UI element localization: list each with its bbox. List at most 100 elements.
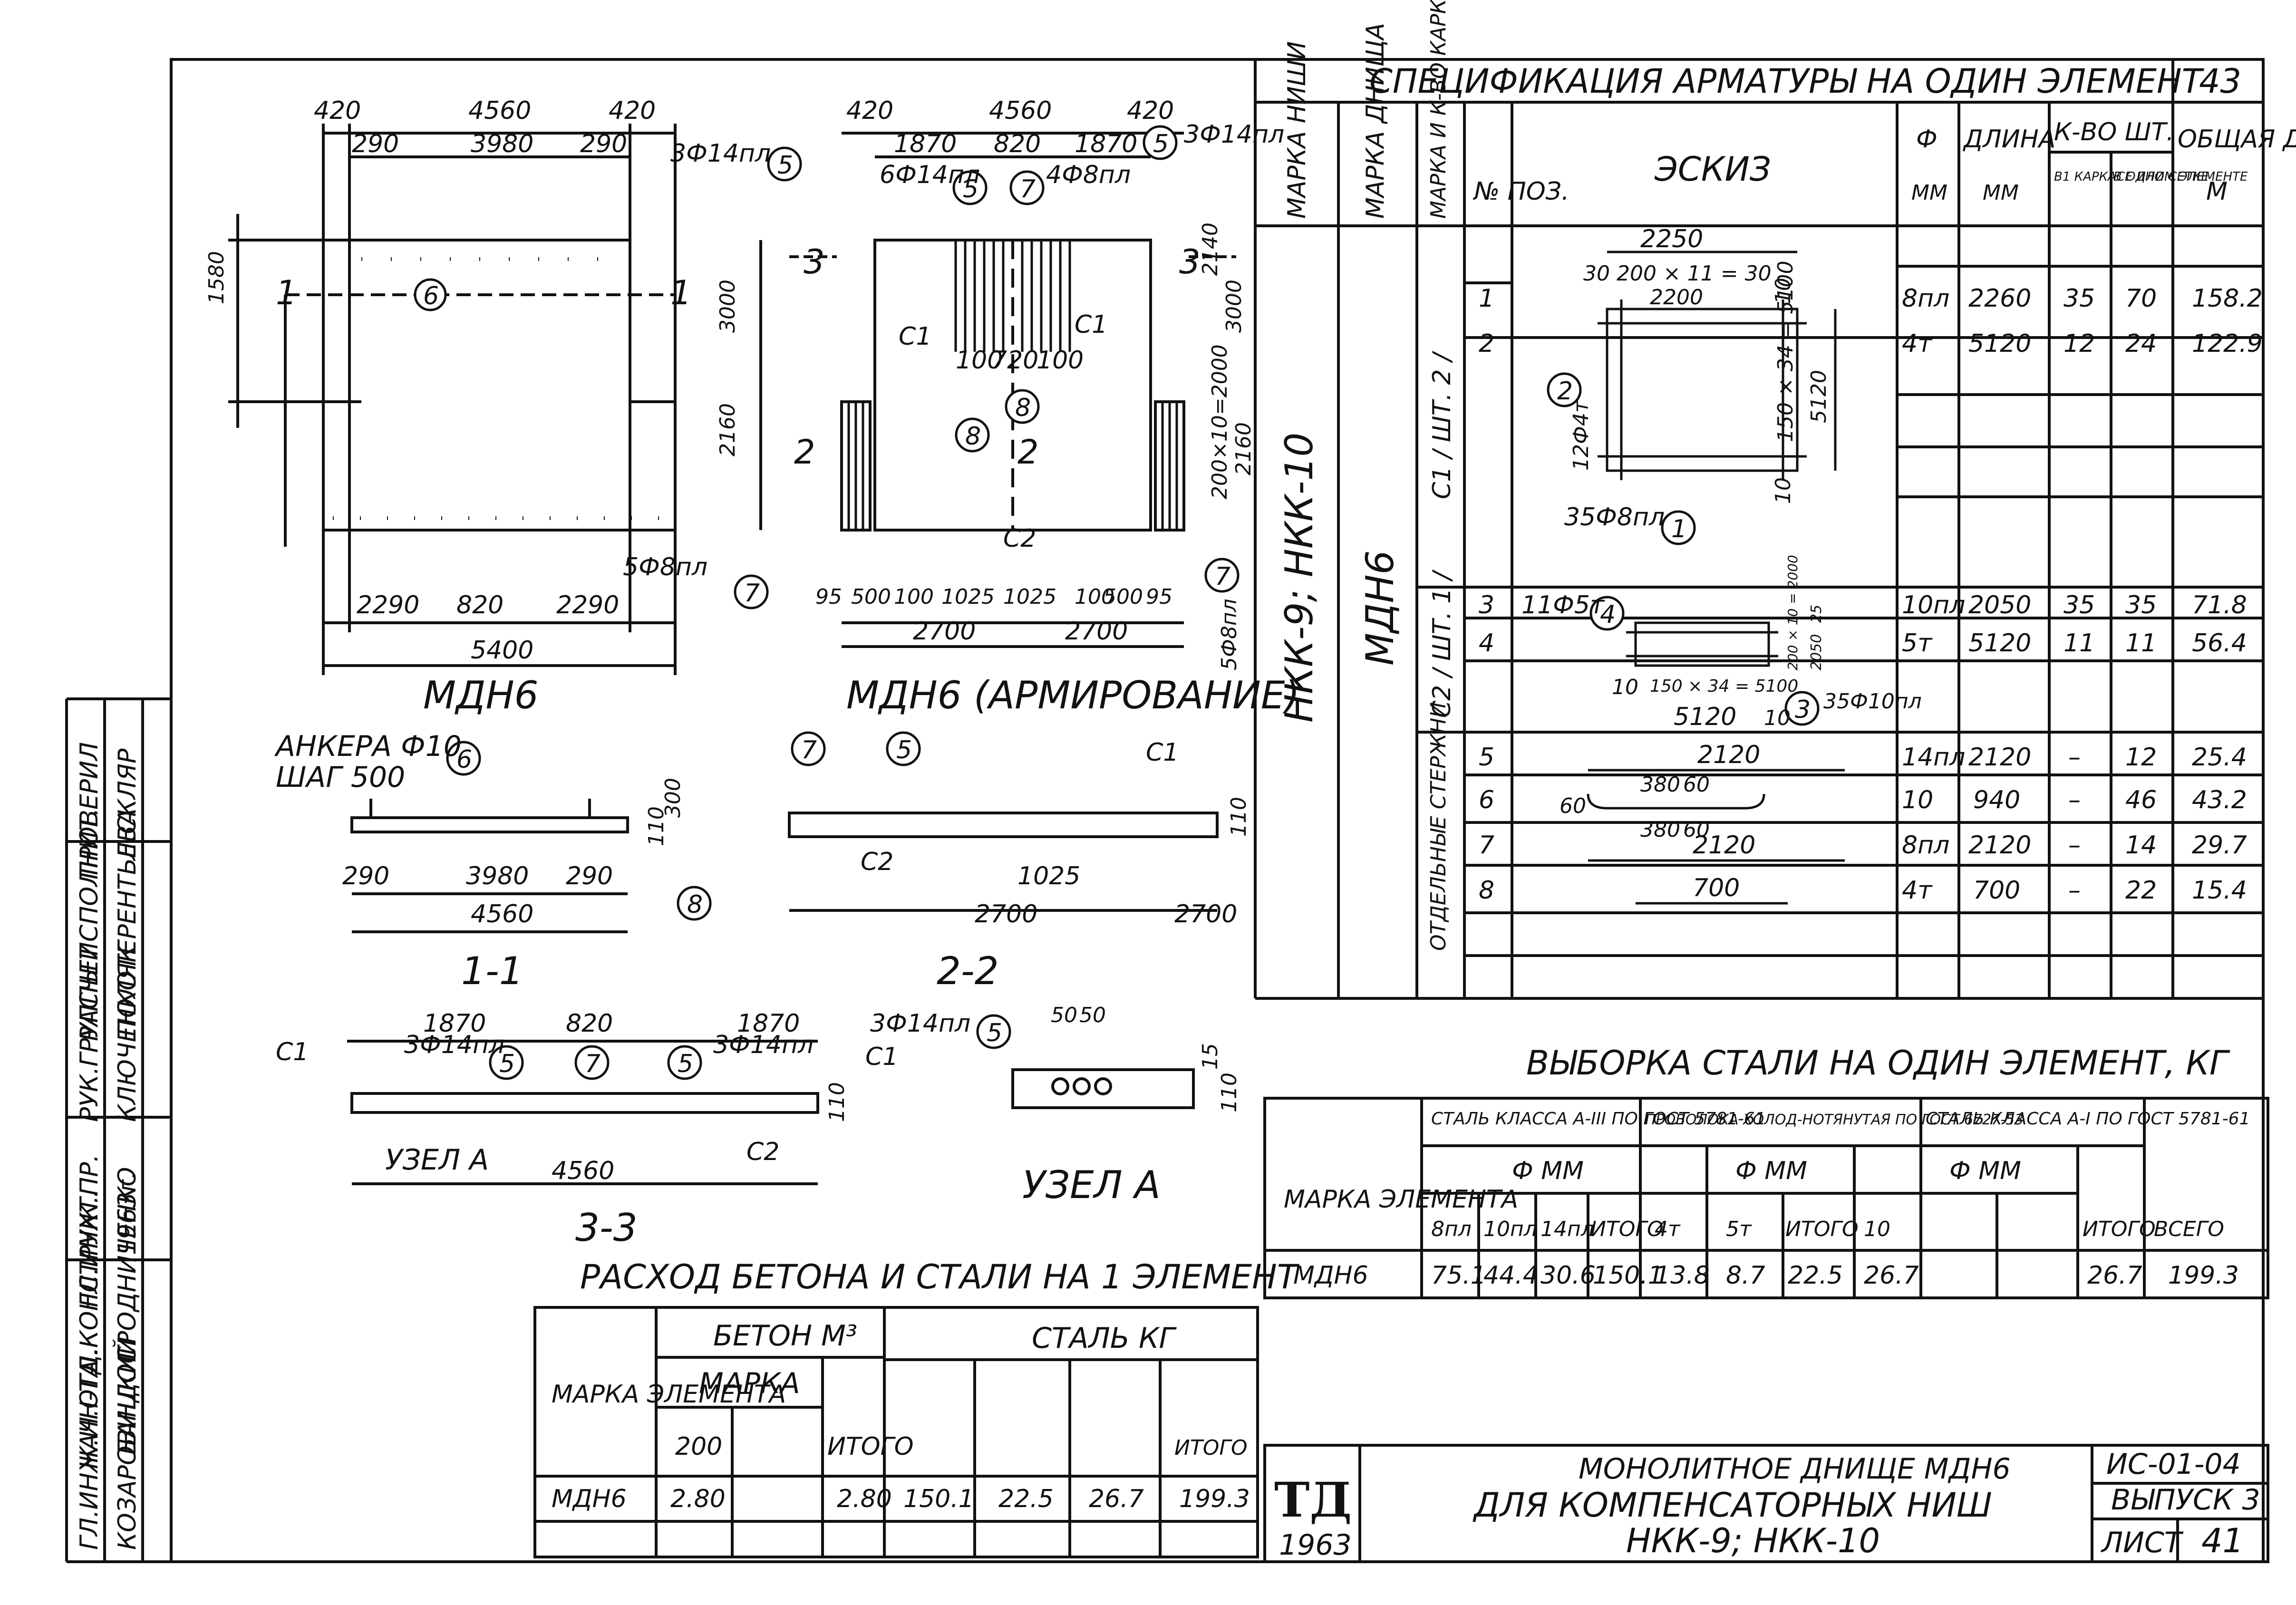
spec-row7-pos: 7 <box>1479 831 1494 860</box>
side-name2-3: ТЕРЕНТЬЕВА <box>113 809 142 970</box>
spec-group-sep: ОТДЕЛЬНЫЕ СТЕРЖНИ <box>1426 702 1451 951</box>
spec-row1-tot: 158.2 <box>2192 284 2263 313</box>
spec-row6-phi: 10 <box>1902 786 1933 814</box>
sec33-dim-3: 1870 <box>737 1009 800 1038</box>
spec-row8-q2: 22 <box>2125 876 2157 905</box>
plan-dim-top-3: 420 <box>609 97 656 125</box>
reinf-dim-bottom-1: 95 <box>815 585 842 609</box>
sketch-bar-8: 700 <box>1693 874 1740 902</box>
reinf-dim-right-1: 2140 <box>1198 222 1222 276</box>
spec-header-sketch: ЭСКИЗ <box>1654 150 1771 189</box>
spec-row2-tot: 122.9 <box>2192 329 2263 358</box>
node-dim-3: 15 <box>1198 1043 1222 1070</box>
concrete-row-stot: 199.3 <box>1179 1485 1250 1513</box>
plan-outline <box>322 239 677 532</box>
side-name-3: ГРОДНИЧЕНКО <box>113 1167 142 1360</box>
sketch-c2-dim-b: 2050 <box>1808 634 1825 670</box>
steel-col-14pl: 14пл <box>1540 1217 1594 1241</box>
plan-view: 6 420 4560 420 290 3980 290 2290 820 229… <box>204 97 762 717</box>
concrete-row-s3: 26.7 <box>1089 1485 1144 1513</box>
spec-row3-tot: 71.8 <box>2192 591 2247 619</box>
plan-dim-top2-1: 290 <box>352 130 399 158</box>
reinf-c1-left: С1 <box>899 322 931 351</box>
reinf-dim-bottom-6: 100 <box>1075 585 1114 609</box>
callout-7-mid: 7 <box>1020 175 1036 203</box>
reinf-label-7-right: 5Ф8пл <box>1217 599 1241 670</box>
reinf-dim-bottom-5: 1025 <box>1003 585 1056 609</box>
spec-row2-q1: 12 <box>2063 329 2095 358</box>
spec-bottom-value: МДН6 <box>1358 550 1402 666</box>
steel-row-mark: МДН6 <box>1293 1261 1368 1290</box>
stamp-title-3: НКК-9; НКК-10 <box>1626 1521 1880 1560</box>
sketch-c1-sub: 30 200 × 11 = 30 <box>1583 261 1772 286</box>
spec-header-phi: Ф <box>1916 125 1938 154</box>
reinf-dim-right-3: 200×10=2000 <box>1208 344 1232 499</box>
plan-dim-top-2: 4560 <box>468 97 531 125</box>
spec-row4-phi: 5т <box>1902 629 1933 657</box>
spec-row2-pos: 2 <box>1479 329 1494 358</box>
stamp-sheet-label: ЛИСТ <box>2101 1526 2184 1559</box>
sketch-bar-5: 2120 <box>1697 741 1760 769</box>
reinf-dim-top-2: 4560 <box>989 97 1052 125</box>
spec-header-niche: МАРКА НИШИ <box>1283 41 1311 219</box>
node-dim-2: 50 <box>1079 1003 1106 1027</box>
callout-7-right: 7 <box>1215 562 1230 591</box>
callout-5-left-circle <box>767 146 802 182</box>
plan-dim-bottom-1: 2290 <box>357 591 419 619</box>
side-role-3: ГЛ.КОНСТРУКТ. <box>75 1189 104 1388</box>
reinf-dim-bottom2-2: 2700 <box>1065 617 1128 646</box>
reinf-dim-top-3: 420 <box>1127 97 1174 125</box>
plan-dim-top2-2: 3980 <box>471 130 533 158</box>
concrete-col-total: ИТОГО <box>827 1432 914 1461</box>
callout-5-left: 5 <box>777 151 793 180</box>
sheet-frame <box>170 58 2265 1563</box>
sketch-c1-bottom-note: 35Ф8пл <box>1564 503 1665 532</box>
sec11-dim-h2: 300 <box>661 778 685 818</box>
concrete-table-title: РАСХОД БЕТОНА И СТАЛИ НА 1 ЭЛЕМЕНТ <box>580 1257 1300 1296</box>
spec-row4-tot: 56.4 <box>2192 629 2247 657</box>
reinf-label-6: 6Ф14пл <box>880 161 980 189</box>
side-date: 1963г. <box>113 1171 142 1255</box>
sketch-c1-height: 5120 <box>1807 370 1831 423</box>
reinf-label-7: 4Ф8пл <box>1046 161 1131 189</box>
side-role-4: ГЛ.ИНЖ.ПР. <box>75 1154 104 1307</box>
sketch-bar-6c: 60 <box>1560 794 1586 818</box>
sketch-c2-callout-3: 3 <box>1795 696 1811 724</box>
sketch-c2-callout-4: 4 <box>1600 600 1616 629</box>
spec-row3-phi: 10пл <box>1902 591 1965 619</box>
stamp-sheet-number: 41 <box>2201 1521 2244 1560</box>
steel-row-v7: 22.5 <box>1788 1261 1843 1290</box>
steel-phi-3: Ф ММ <box>1949 1157 2021 1185</box>
reinf-dim-bottom-8: 95 <box>1146 585 1172 609</box>
sec33-callout-7: 7 <box>585 1050 601 1078</box>
spec-row8-tot: 15.4 <box>2192 876 2247 905</box>
spec-header-total: ОБЩАЯ ДЛИНА <box>2178 125 2296 154</box>
node-c1: С1 <box>865 1043 898 1071</box>
sec11-dim-2: 3980 <box>466 862 529 890</box>
steel-col-8pl: 8пл <box>1431 1217 1472 1241</box>
callout-5-mid-circle <box>952 170 988 205</box>
anchor-label: АНКЕРА Ф10 <box>274 730 462 763</box>
steel-col-10: 10 <box>1864 1217 1890 1241</box>
side-role2-2: РАСЧЕТ <box>75 942 104 1041</box>
stamp-code: ИС-01-04 <box>2106 1448 2241 1481</box>
section-3-3: 5 7 5 1870 820 1870 3Ф14пл 3Ф14пл С1 С2 … <box>276 1009 849 1250</box>
sketch-c1-side: 150 × 34 = 5100 <box>1773 261 1798 442</box>
steel-row-v11: 199.3 <box>2168 1261 2239 1290</box>
stamp-year: 1963 <box>1279 1528 1352 1562</box>
spec-row1-q2: 70 <box>2125 284 2157 313</box>
plan-dim-right-2: 2160 <box>716 403 740 456</box>
reinf-cut-3-right: 3 <box>1179 242 1201 281</box>
steel-col-total3: ИТОГО <box>2083 1217 2156 1241</box>
sec33-callout-5-right: 5 <box>678 1050 693 1078</box>
reinf-dim-right-2: 3000 <box>1222 280 1246 333</box>
concrete-row-s1: 150.1 <box>903 1485 974 1513</box>
reinf-dim-bottom-4: 1025 <box>941 585 995 609</box>
sketch-c2-bottom-note: 35Ф10пл <box>1823 689 1922 714</box>
node-callout-5: 5 <box>987 1019 1002 1047</box>
reinf-dim-top2-3: 1870 <box>1075 130 1137 158</box>
spec-row1-q1: 35 <box>2063 284 2095 313</box>
steel-group-1: СТАЛЬ КЛАССА А-III ПО ГОСТ 5781-61 <box>1431 1109 1766 1129</box>
sketch-bar-6b: 60 <box>1683 773 1710 797</box>
